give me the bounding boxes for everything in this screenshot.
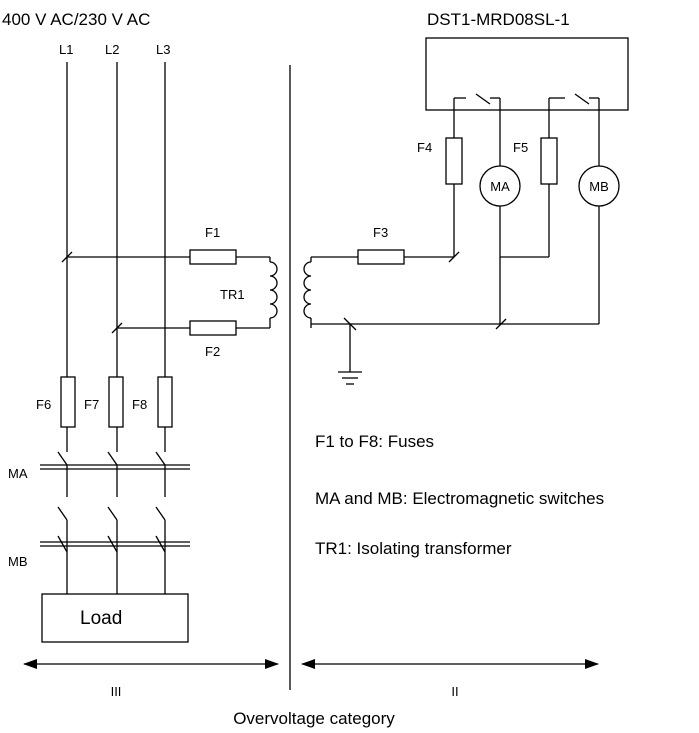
- fuse-f4-label: F4: [417, 140, 432, 155]
- contactor-ma-label: MA: [8, 466, 28, 481]
- fuse-f1: [189, 249, 237, 265]
- load-box: [41, 593, 189, 643]
- fuse-f7: [108, 376, 124, 428]
- coil-mb-label: MB: [589, 179, 609, 194]
- transformer-tr1: [269, 257, 312, 328]
- coil-mb: [578, 165, 620, 207]
- coil-ma: [479, 165, 521, 207]
- device-model-label: DST1-MRD08SL-1: [427, 10, 570, 29]
- coil-ma-label: MA: [490, 179, 510, 194]
- fuse-f4: [445, 137, 463, 185]
- fuse-f6: [60, 376, 76, 428]
- fuse-f2-label: F2: [205, 344, 220, 359]
- fuse-f6-label: F6: [36, 397, 51, 412]
- contactor-mb-label: MB: [8, 554, 28, 569]
- secondary-circuit-wires: [311, 88, 600, 331]
- transformer-tr1-label: TR1: [220, 287, 245, 302]
- phase-l1-label: L1: [59, 42, 73, 57]
- category-ii-label: II: [451, 684, 458, 699]
- phase-l3-label: L3: [156, 42, 170, 57]
- phase-l1-wire: [57, 62, 68, 594]
- fuse-f1-label: F1: [205, 225, 220, 240]
- fuse-f5-label: F5: [513, 140, 528, 155]
- fuse-f8: [157, 376, 173, 428]
- transformer-primary-wires: [61, 251, 270, 334]
- contactor-ma: [40, 464, 190, 470]
- legend-switches: MA and MB: Electromagnetic switches: [315, 489, 604, 508]
- contactor-mb: [40, 535, 190, 553]
- fuse-f3: [357, 249, 405, 265]
- supply-voltage-label: 400 V AC/230 V AC: [2, 10, 150, 29]
- category-iii-label: III: [111, 684, 122, 699]
- device-relay-contacts: [453, 93, 600, 110]
- device-unit-box: [425, 37, 629, 111]
- fuse-f7-label: F7: [84, 397, 99, 412]
- fuse-f8-label: F8: [132, 397, 147, 412]
- load-label: Load: [80, 608, 122, 629]
- phase-l2-label: L2: [105, 42, 119, 57]
- legend-transformer: TR1: Isolating transformer: [315, 539, 512, 558]
- phase-l2-wire: [107, 62, 118, 594]
- fuse-f5: [540, 137, 558, 185]
- overvoltage-category-title: Overvoltage category: [233, 709, 395, 728]
- phase-l3-wire: [155, 62, 166, 594]
- ground-icon: [338, 324, 362, 385]
- fuse-f3-label: F3: [373, 225, 388, 240]
- fuse-f2: [189, 320, 237, 336]
- legend-fuses: F1 to F8: Fuses: [315, 432, 434, 451]
